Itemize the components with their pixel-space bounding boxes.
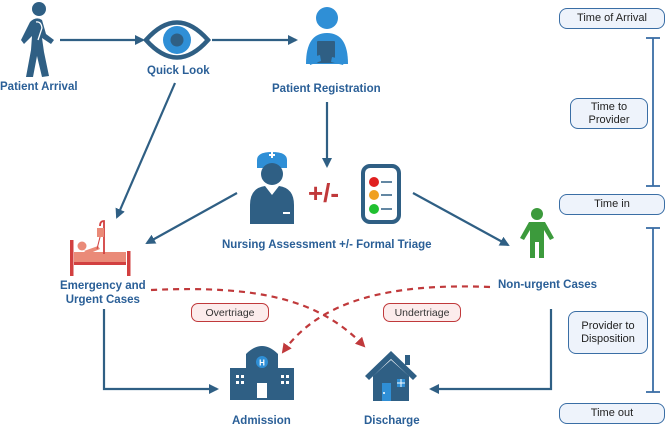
provider-to-disposition-box: Provider to Disposition <box>568 311 648 354</box>
time-to-provider-box: Time to Provider <box>570 98 648 129</box>
overtriage-badge: Overtriage <box>191 303 269 322</box>
svg-text:H: H <box>259 359 265 368</box>
emergency-urgent-label: Emergency and Urgent Cases <box>60 279 146 307</box>
nursing-assessment-label: Nursing Assessment +/- Formal Triage <box>222 239 432 251</box>
undertriage-dashed-arrow <box>281 285 491 354</box>
undertriage-badge: Undertriage <box>383 303 461 322</box>
quick-look-label: Quick Look <box>147 65 210 77</box>
time-out-box: Time out <box>559 403 665 424</box>
standing-person-icon <box>520 208 554 258</box>
provider-to-disposition-line2: Disposition <box>581 332 635 345</box>
arrow-emergency-to-admission <box>102 309 219 394</box>
time-to-provider-line1: Time to <box>590 100 628 113</box>
triage-checklist-icon <box>361 164 401 224</box>
arrow-assessment-to-nonurgent <box>412 192 510 246</box>
discharge-label: Discharge <box>364 415 420 427</box>
eye-icon <box>142 20 212 60</box>
time-to-provider-bracket <box>646 37 660 187</box>
time-in-box: Time in <box>559 194 665 215</box>
provider-to-disposition-bracket <box>646 227 660 393</box>
non-urgent-label: Non-urgent Cases <box>498 279 598 291</box>
registration-person-icon <box>306 7 348 65</box>
arrow-nonurgent-to-discharge <box>429 309 553 394</box>
house-icon <box>365 351 417 401</box>
admission-label: Admission <box>232 415 291 427</box>
walking-person-icon <box>21 2 54 77</box>
emergency-urgent-line1: Emergency and <box>60 280 146 292</box>
emergency-urgent-line2: Urgent Cases <box>65 294 140 306</box>
time-to-provider-line2: Provider <box>588 113 630 126</box>
provider-to-disposition-line1: Provider to <box>581 319 635 332</box>
patient-registration-label: Patient Registration <box>272 83 381 95</box>
nurse-icon <box>250 152 294 224</box>
overtriage-dashed-arrow <box>150 287 366 348</box>
hospital-bed-icon <box>70 220 131 276</box>
arrow-assessment-to-emergency <box>145 192 238 244</box>
hospital-building-icon: H <box>230 346 294 400</box>
patient-arrival-label: Patient Arrival <box>0 81 78 93</box>
arrow-quicklook-to-emergency <box>115 82 177 219</box>
time-of-arrival-box: Time of Arrival <box>559 8 665 29</box>
plus-minus-sign: +/- <box>308 178 340 208</box>
